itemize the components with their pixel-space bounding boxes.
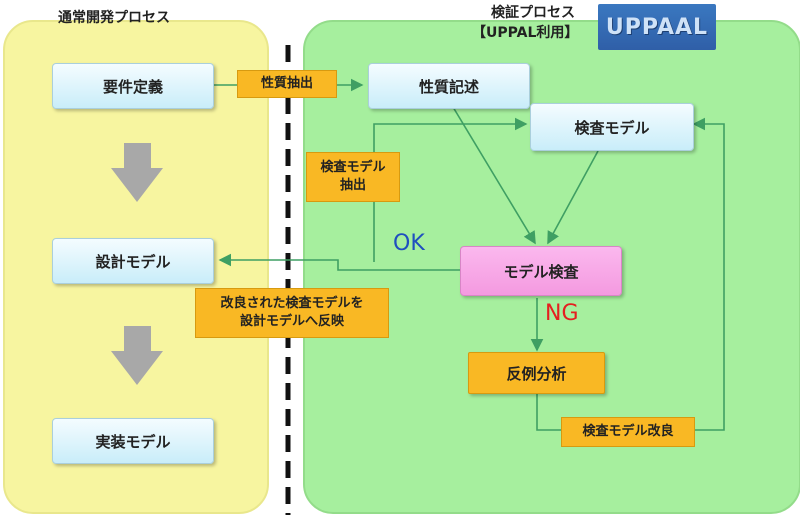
arrow-inspection-to-checking <box>547 150 599 245</box>
inspection-model-box: 検査モデル <box>530 103 694 151</box>
model-checking-box: モデル検査 <box>460 246 622 296</box>
arrow-extraction-to-inspection <box>373 117 528 262</box>
inspection-model-extraction-label: 検査モデル 抽出 <box>306 152 400 202</box>
implementation-model-box: 実装モデル <box>52 418 214 464</box>
uppaal-usage-subtitle: 【UPPAL利用】 <box>472 25 579 41</box>
down-arrow-1 <box>111 143 163 202</box>
uppaal-logo-text: UPPAAL <box>605 14 709 40</box>
normal-process-title: 通常開発プロセス <box>58 10 170 26</box>
arrow-property-to-checking <box>452 106 536 245</box>
property-extraction-label: 性質抽出 <box>237 70 337 98</box>
counterexample-analysis-box: 反例分析 <box>468 352 605 394</box>
verification-process-title: 検証プロセス <box>491 5 575 21</box>
property-description-box: 性質記述 <box>368 63 530 109</box>
reflect-line1: 改良された検査モデルを <box>220 296 364 312</box>
reflect-line2: 設計モデルへ反映 <box>239 314 344 329</box>
reflect-to-design-label: 改良された検査モデルを 設計モデルへ反映 <box>195 288 389 338</box>
inspection-model-improvement-label: 検査モデル改良 <box>561 417 695 447</box>
inspection-model-extraction-line1: 検査モデル <box>320 160 386 176</box>
arrow-improvement-loop <box>536 117 725 431</box>
requirements-box: 要件定義 <box>52 63 214 109</box>
uppaal-logo: UPPAAL <box>598 4 716 50</box>
arrow-ok-to-design <box>218 253 460 271</box>
down-arrow-2 <box>111 326 163 385</box>
design-model-box: 設計モデル <box>52 238 214 284</box>
inspection-model-extraction-line2: 抽出 <box>339 178 366 193</box>
ng-result-label: NG <box>545 301 579 326</box>
ok-result-label: OK <box>393 231 425 256</box>
